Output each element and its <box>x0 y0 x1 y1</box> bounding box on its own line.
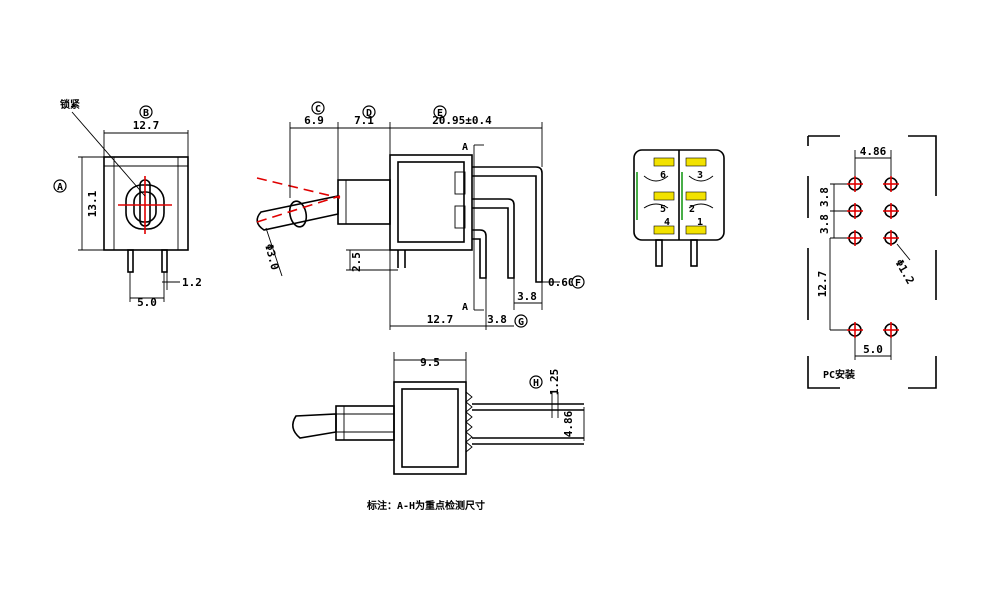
dim-bottom-length: 12.7 <box>427 313 454 326</box>
side-view: A A C D E 6.9 7.1 20.95±0.4 Φ3.0 2.5 12.… <box>256 101 585 330</box>
terminal-5: 5 <box>660 204 666 215</box>
terminal-1: 1 <box>697 217 703 228</box>
top-width-dim: 9.5 <box>420 356 440 369</box>
pcb-top-spacing: 4.86 <box>860 145 887 158</box>
side-lever <box>256 195 339 231</box>
side-axis-upper <box>256 177 341 199</box>
front-body-outline <box>103 156 189 251</box>
terminal-4: 4 <box>664 217 670 228</box>
pcb-row-spacing-1: 3.8 <box>818 187 831 207</box>
label-d: D <box>366 108 372 119</box>
label-h: H <box>533 378 539 389</box>
dim-body-length: 20.95±0.4 <box>432 114 492 127</box>
pcb-caption: PC安装 <box>823 368 855 381</box>
front-height-dim: 13.1 <box>86 190 99 217</box>
terminal-bottom <box>472 229 487 279</box>
side-axis-lower <box>256 195 341 223</box>
top-bushing <box>335 405 395 441</box>
dim-lever-offset: 2.5 <box>350 252 363 272</box>
dim-pin-pitch-2: 3.8 <box>517 290 537 303</box>
section-mark-bottom: A <box>462 302 468 313</box>
pcb-layout: 4.86 3.8 3.8 Φ1.2 12.7 5.0 PC安装 <box>807 135 937 389</box>
terminal-6: 6 <box>660 170 666 181</box>
pcb-row-spacing-2: 3.8 <box>818 214 831 234</box>
label-f: F <box>575 278 581 289</box>
dim-pin-thickness: 0.60 <box>548 276 575 289</box>
dim-pin-pitch-1: 3.8 <box>487 313 507 326</box>
terminal-3: 3 <box>697 170 703 181</box>
top-body <box>393 381 467 475</box>
label-g: G <box>518 317 524 328</box>
top-lever <box>292 413 337 439</box>
front-width-dim: 12.7 <box>133 119 160 132</box>
section-mark-top: A <box>462 142 468 153</box>
pcb-bottom-spacing: 5.0 <box>863 343 883 356</box>
section-view: 6 3 5 2 4 1 <box>633 149 725 267</box>
label-c: C <box>315 104 321 115</box>
front-pin-width-dim: 1.2 <box>182 276 202 289</box>
terminal-top <box>472 166 543 283</box>
label-a: A <box>57 182 63 193</box>
front-pin-left <box>127 249 134 273</box>
front-view: 锁紧 B 12.7 A 13.1 5.0 1.2 <box>53 98 202 309</box>
terminal-mid <box>472 198 515 279</box>
dim-bushing-length: 7.1 <box>354 114 374 127</box>
pcb-hole-size: Φ1.2 <box>892 257 917 286</box>
top-view: 9.5 H 1.25 4.86 <box>292 352 585 475</box>
front-pin-spacing-dim: 5.0 <box>137 296 157 309</box>
top-pin-width-dim: 1.25 <box>548 369 561 396</box>
section-pin-left <box>655 239 663 267</box>
pcb-mount-spacing: 12.7 <box>816 271 829 298</box>
label-e: E <box>437 108 443 119</box>
dim-lever-length: 6.9 <box>304 114 324 127</box>
pcb-outline <box>807 135 937 389</box>
label-a-circle <box>53 179 67 193</box>
section-pin-right <box>690 239 698 267</box>
dim-lever-dia: Φ3.0 <box>262 242 281 271</box>
label-b-circle <box>139 105 153 119</box>
side-body <box>389 154 473 251</box>
label-b: B <box>143 108 149 119</box>
front-pin-right <box>161 249 168 273</box>
footnote: 标注：A-H为重点检测尺寸 <box>366 499 485 512</box>
terminal-2: 2 <box>689 204 695 215</box>
front-callout-label: 锁紧 <box>60 98 80 111</box>
top-pin-span-dim: 4.86 <box>562 410 575 437</box>
